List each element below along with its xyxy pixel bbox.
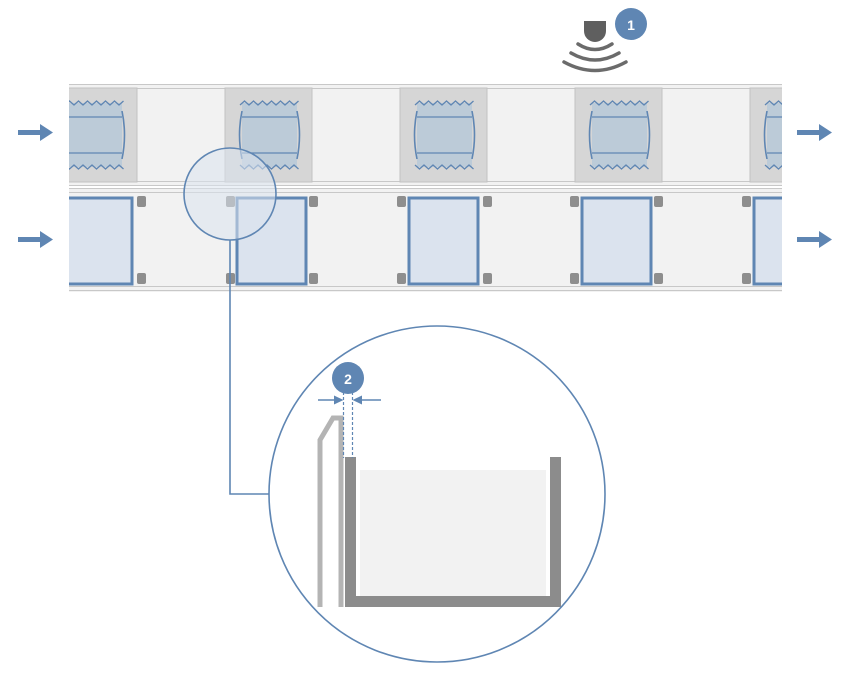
lower-conveyor xyxy=(69,188,782,292)
pocket xyxy=(399,87,488,183)
zoom-lens-icon xyxy=(183,147,277,241)
bagged-product xyxy=(588,100,651,170)
flow-arrow-icon xyxy=(797,124,832,141)
band-torn-edge xyxy=(60,84,69,292)
tray-section xyxy=(345,457,561,607)
guide-rail xyxy=(317,415,344,607)
marker-1-label: 1 xyxy=(627,17,635,33)
lug xyxy=(137,196,146,207)
flow-arrow-icon xyxy=(18,231,53,248)
marker-2-badge: 2 xyxy=(332,362,364,394)
lug xyxy=(397,273,406,284)
marker-1-badge: 1 xyxy=(615,8,647,40)
lug xyxy=(570,196,579,207)
tray xyxy=(69,196,134,286)
sensor-icon xyxy=(562,21,628,73)
pocket xyxy=(749,87,782,183)
lug xyxy=(742,196,751,207)
lug xyxy=(483,196,492,207)
pocket xyxy=(69,87,138,183)
lug xyxy=(483,273,492,284)
lug xyxy=(397,196,406,207)
pocket xyxy=(574,87,663,183)
lug xyxy=(137,273,146,284)
lug xyxy=(309,196,318,207)
dimension-arrow-icon xyxy=(318,392,381,458)
lug xyxy=(654,196,663,207)
lug xyxy=(654,273,663,284)
leader-line xyxy=(229,240,269,495)
lug xyxy=(742,273,751,284)
tray xyxy=(752,196,782,286)
detail-view: 2 xyxy=(268,325,606,663)
bagged-product xyxy=(69,100,126,170)
flow-arrow-icon xyxy=(18,124,53,141)
bagged-product xyxy=(763,100,782,170)
tray xyxy=(407,196,480,286)
upper-conveyor xyxy=(69,84,782,186)
flow-arrow-icon xyxy=(797,231,832,248)
bagged-product xyxy=(413,100,476,170)
lug xyxy=(309,273,318,284)
tray xyxy=(580,196,653,286)
marker-2-label: 2 xyxy=(344,371,352,387)
lug xyxy=(570,273,579,284)
